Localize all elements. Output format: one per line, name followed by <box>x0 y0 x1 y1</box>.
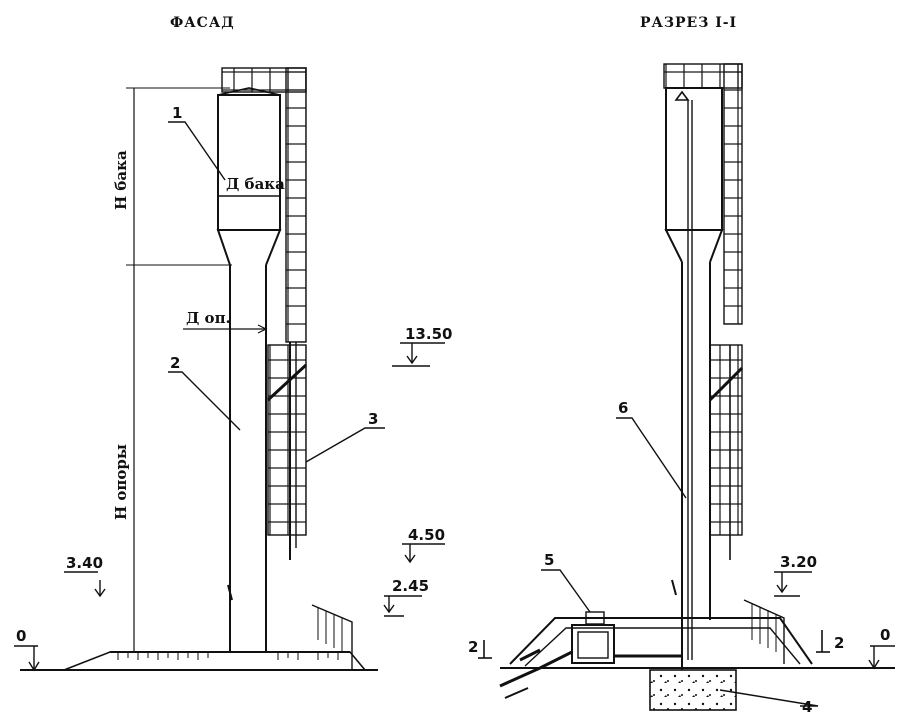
facade-title: ФАСАД <box>170 15 235 31</box>
cut-label-right: 2 <box>834 634 844 652</box>
elevation-3-40: 3.40 <box>66 554 103 572</box>
elevation-3-20: 3.20 <box>780 553 817 571</box>
elevation-0-facade: 0 <box>16 627 26 645</box>
elevation-13-50: 13.50 <box>405 325 452 343</box>
elevation-mark-4-50 <box>402 543 445 564</box>
tank-height-label: Н бака <box>112 150 130 210</box>
elevation-mark-13-50 <box>392 342 445 367</box>
cut-mark-left <box>478 640 492 659</box>
callout-4: 4 <box>802 698 812 716</box>
elevation-4-50: 4.50 <box>408 526 445 544</box>
elevation-mark-0-facade <box>14 645 40 672</box>
callout-1: 1 <box>172 104 182 122</box>
tank-diameter-label: Д бака <box>226 175 285 193</box>
cut-label-left: 2 <box>468 638 478 656</box>
callout-5: 5 <box>544 551 554 569</box>
support-height-label: Н опоры <box>112 444 130 520</box>
facade-view <box>20 67 385 671</box>
support-diameter-label: Д оп. <box>186 309 231 327</box>
callout-2: 2 <box>170 354 180 372</box>
elevation-0-section: 0 <box>880 626 890 644</box>
section-title: РАЗРЕЗ I-I <box>640 15 737 31</box>
elevation-mark-0-section <box>868 645 895 670</box>
callout-6: 6 <box>618 399 628 417</box>
cut-mark-right <box>816 630 830 653</box>
embankment-hatch <box>117 652 339 660</box>
elevation-mark-3-20 <box>774 571 812 597</box>
elevation-mark-2-45 <box>383 595 422 617</box>
section-view <box>499 63 895 711</box>
elevation-mark-3-40 <box>64 571 106 598</box>
elevation-2-45: 2.45 <box>392 577 429 595</box>
callout-3: 3 <box>368 410 378 428</box>
